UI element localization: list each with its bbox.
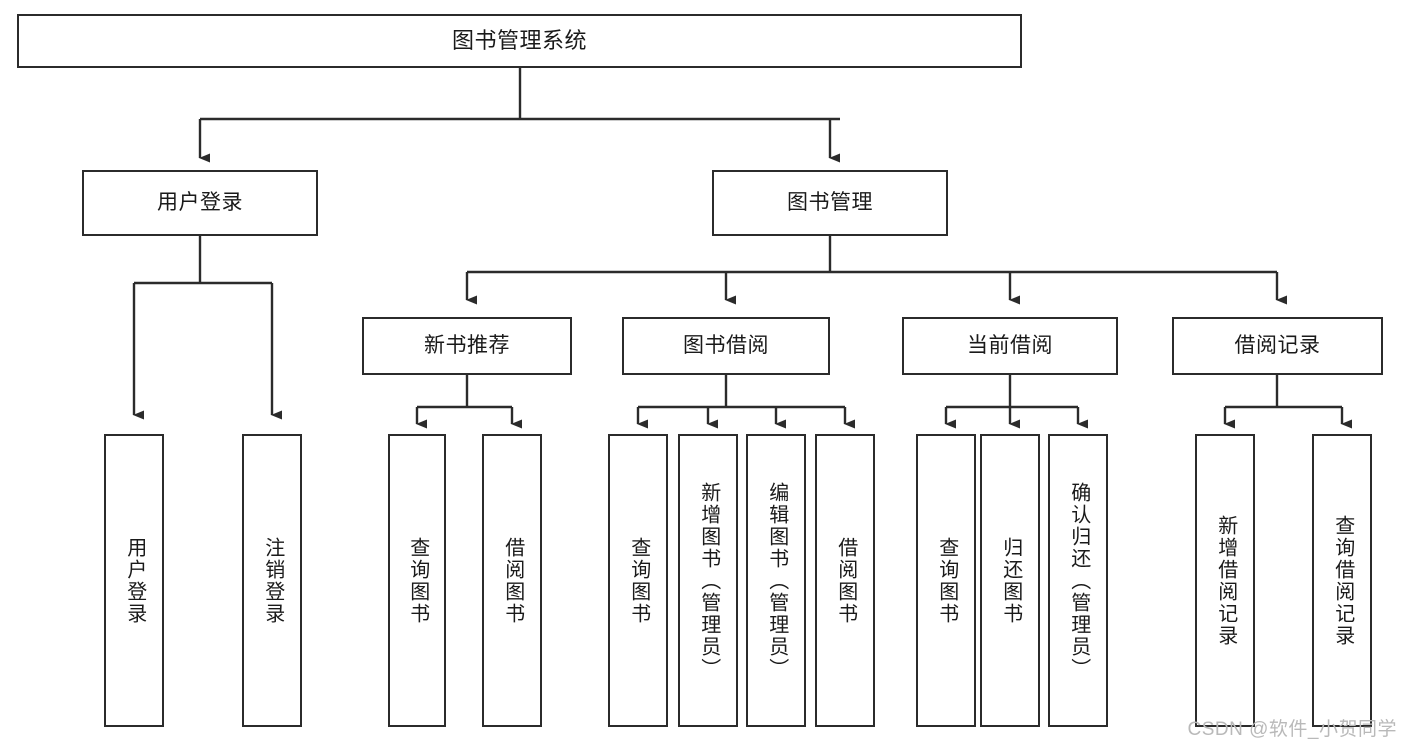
node-label: 查询图书: [627, 536, 650, 625]
node-label: 新增借阅记录: [1214, 514, 1237, 647]
node-label: 归还图书: [999, 536, 1022, 625]
node-label: 新增图书（管理员）: [697, 481, 720, 680]
node-label: 用户登录: [157, 191, 243, 215]
node-label: 图书管理: [787, 191, 873, 215]
node-label: 注销登录: [261, 536, 284, 625]
node-label: 查询借阅记录: [1331, 514, 1354, 647]
leaf-current-confirm-return-admin[interactable]: 确认归还（管理员）: [1048, 434, 1108, 727]
node-label: 借阅图书: [501, 536, 524, 625]
leaf-recommend-query-book[interactable]: 查询图书: [388, 434, 446, 727]
node-new-book-recommend[interactable]: 新书推荐: [362, 317, 572, 375]
node-label: 确认归还（管理员）: [1067, 481, 1090, 680]
leaf-current-query-book[interactable]: 查询图书: [916, 434, 976, 727]
node-user-login[interactable]: 用户登录: [82, 170, 318, 236]
leaf-borrow-add-book-admin[interactable]: 新增图书（管理员）: [678, 434, 738, 727]
node-root-system[interactable]: 图书管理系统: [17, 14, 1022, 68]
leaf-user-login-signin[interactable]: 用户登录: [104, 434, 164, 727]
node-label: 新书推荐: [424, 334, 510, 358]
leaf-current-return-book[interactable]: 归还图书: [980, 434, 1040, 727]
watermark: CSDN @软件_小贺同学: [1187, 719, 1397, 740]
node-label: 图书借阅: [683, 334, 769, 358]
node-label: 用户登录: [123, 536, 146, 625]
node-label: 图书管理系统: [451, 27, 587, 53]
node-label: 查询图书: [935, 536, 958, 625]
leaf-borrow-edit-book-admin[interactable]: 编辑图书（管理员）: [746, 434, 806, 727]
node-book-borrow[interactable]: 图书借阅: [622, 317, 830, 375]
node-label: 借阅图书: [834, 536, 857, 625]
leaf-user-login-signout[interactable]: 注销登录: [242, 434, 302, 727]
leaf-borrow-borrow-book[interactable]: 借阅图书: [815, 434, 875, 727]
node-current-borrow[interactable]: 当前借阅: [902, 317, 1118, 375]
leaf-recommend-borrow-book[interactable]: 借阅图书: [482, 434, 542, 727]
leaf-borrow-query-book[interactable]: 查询图书: [608, 434, 668, 727]
node-label: 编辑图书（管理员）: [765, 481, 788, 680]
node-borrow-records[interactable]: 借阅记录: [1172, 317, 1383, 375]
node-label: 借阅记录: [1234, 334, 1321, 358]
node-label: 当前借阅: [967, 334, 1053, 358]
leaf-records-add-record[interactable]: 新增借阅记录: [1195, 434, 1255, 727]
node-label: 查询图书: [406, 536, 429, 625]
node-book-management[interactable]: 图书管理: [712, 170, 948, 236]
leaf-records-query-record[interactable]: 查询借阅记录: [1312, 434, 1372, 727]
